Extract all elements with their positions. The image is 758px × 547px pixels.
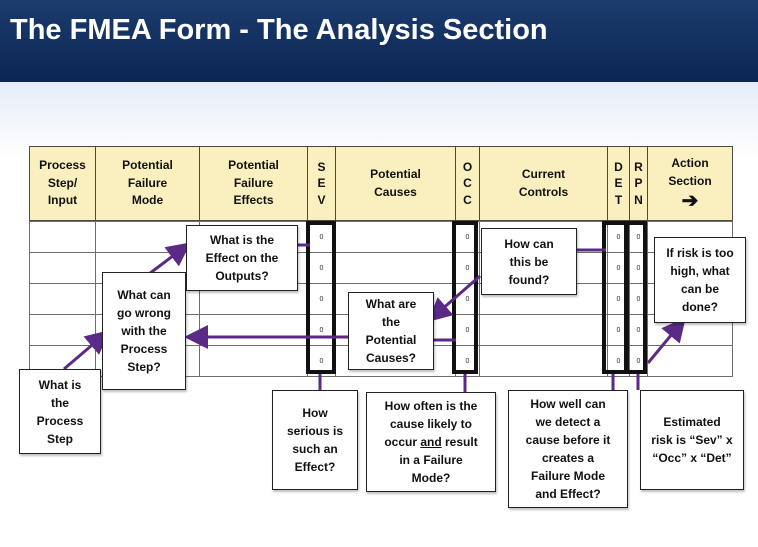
arrow-rpn-to-action <box>646 317 686 364</box>
header-label: D E T <box>614 160 623 207</box>
callout-causes: What are the Potential Causes? <box>348 292 434 370</box>
header-label: R P N <box>634 160 643 207</box>
header-label: Potential Failure Mode <box>122 158 173 208</box>
callout-text: What are the Potential Causes? <box>365 297 417 365</box>
emphasized-word: and <box>420 435 442 449</box>
title-bar: The FMEA Form - The Analysis Section <box>0 0 758 82</box>
header-failure-mode: Potential Failure Mode <box>95 146 200 221</box>
header-label: Process Step/ Input <box>39 158 86 208</box>
callout-rpn: Estimated risk is “Sev” x “Occ” x “Det” <box>640 390 744 490</box>
callout-severity: How serious is such an Effect? <box>272 390 358 490</box>
header-process-step: Process Step/ Input <box>29 146 96 221</box>
header-label: Potential Failure Effects <box>228 158 279 208</box>
arrow-to-causes <box>427 274 481 322</box>
callout-text: How well can we detect a cause before it… <box>525 397 611 501</box>
callout-text: How can this be found? <box>504 236 554 287</box>
form-cell <box>199 345 308 377</box>
header-potential-causes: Potential Causes <box>335 146 456 221</box>
header-det: D E T <box>607 146 630 221</box>
sev-column-highlight <box>306 221 336 374</box>
rating-cell: 0 <box>307 283 336 315</box>
callout-detection: How well can we detect a cause before it… <box>508 390 628 508</box>
callout-text: What can go wrong with the Process Step? <box>117 288 171 374</box>
rating-cell: 0 <box>307 221 336 253</box>
header-label: S E V <box>317 160 326 207</box>
arrow-to-failure-mode <box>144 242 191 279</box>
callout-occurrence: How often is the cause likely to occur a… <box>366 392 496 492</box>
callout-text: Estimated risk is “Sev” x “Occ” x “Det” <box>651 415 733 465</box>
header-label: Current Controls <box>518 167 569 199</box>
form-cell <box>647 345 733 377</box>
header-failure-effects: Potential Failure Effects <box>199 146 308 221</box>
header-label: Potential Causes <box>370 167 421 199</box>
header-action-section: Action Section ➔ <box>647 146 733 221</box>
callout-effect: What is the Effect on the Outputs? <box>186 225 298 291</box>
callout-text: What is the Effect on the Outputs? <box>205 233 279 283</box>
arrow-to-process-step <box>63 330 110 371</box>
callout-failure-mode: What can go wrong with the Process Step? <box>102 272 186 390</box>
callout-text: If risk is too high, what can be done? <box>666 246 734 314</box>
callout-text: How serious is such an Effect? <box>286 406 344 474</box>
right-arrow-icon: ➔ <box>681 189 699 212</box>
slide-title: The FMEA Form - The Analysis Section <box>10 14 548 46</box>
fmea-header-row: Process Step/ Input Potential Failure Mo… <box>29 146 733 221</box>
callout-found: How can this be found? <box>481 228 577 295</box>
form-cell <box>479 345 608 377</box>
callout-text: What is the Process Step <box>36 377 84 446</box>
header-current-controls: Current Controls <box>479 146 608 221</box>
header-label: O C C <box>462 160 473 207</box>
form-cell <box>335 252 456 284</box>
form-cell <box>199 314 308 346</box>
header-occ: O C C <box>455 146 480 221</box>
callout-action: If risk is too high, what can be done? <box>654 237 746 323</box>
callout-process-step: What is the Process Step <box>19 369 101 454</box>
header-label: Action Section <box>668 156 712 188</box>
callout-text: How often is the cause likely to occur a… <box>384 399 478 485</box>
rpn-column-highlight <box>625 221 647 374</box>
header-sev: S E V <box>307 146 336 221</box>
